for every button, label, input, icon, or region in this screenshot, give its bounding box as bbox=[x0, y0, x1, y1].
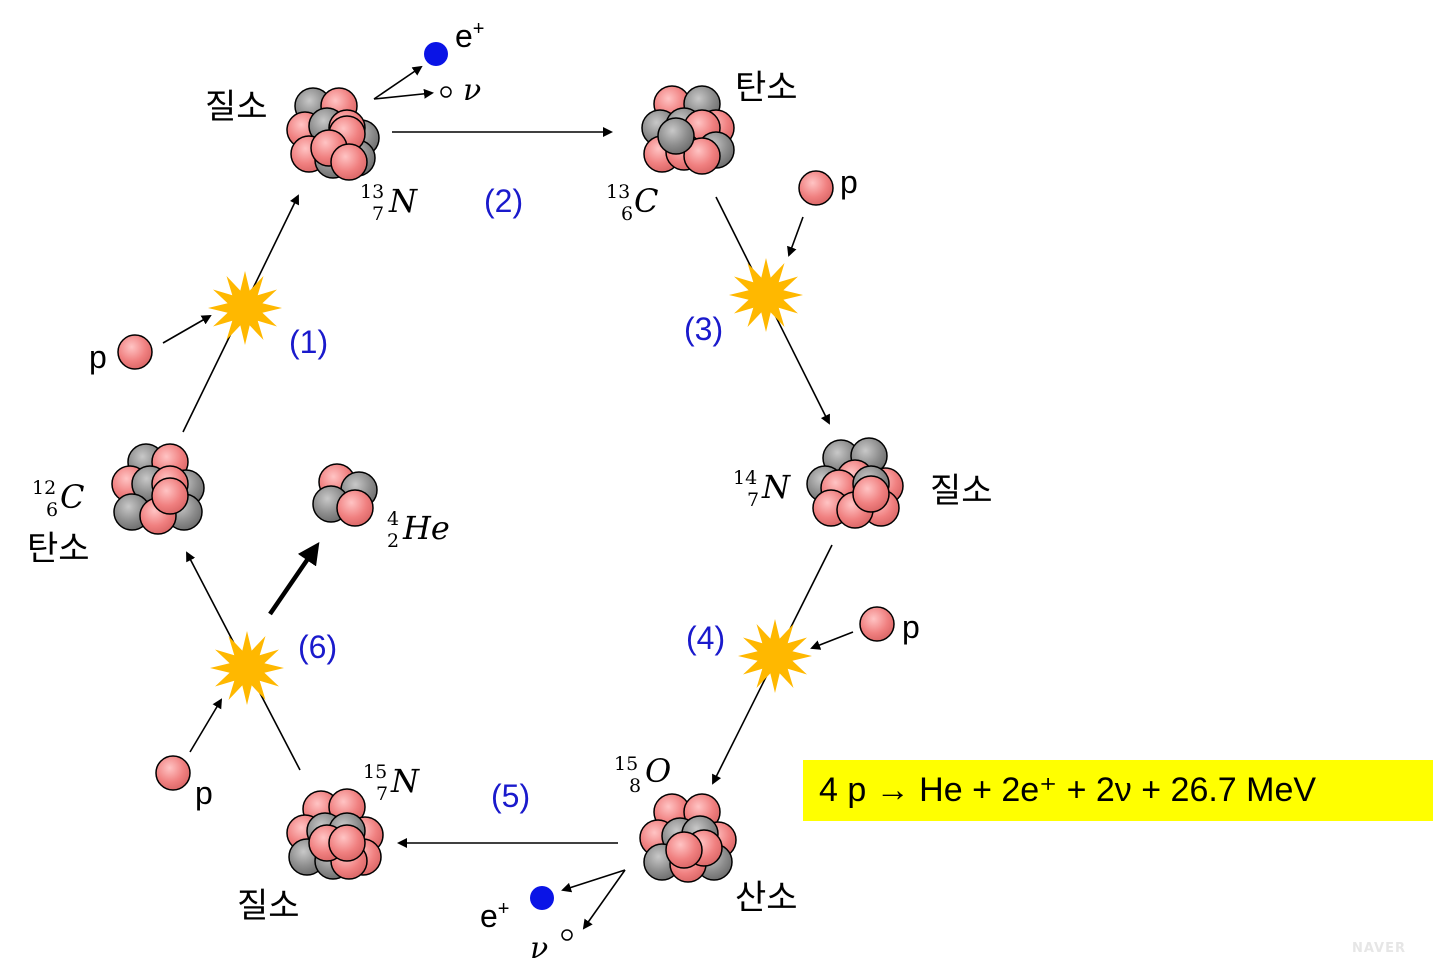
atomic-number: 8 bbox=[629, 775, 641, 797]
flash-star-6 bbox=[210, 631, 284, 705]
proton-label-3: p bbox=[840, 164, 858, 200]
isotope-o15: 15 8 O bbox=[614, 752, 671, 797]
proton-ball bbox=[683, 137, 721, 175]
step-label-2: (2) bbox=[484, 183, 523, 219]
mass-number: 15 bbox=[614, 753, 638, 775]
arrow-proton-4 bbox=[810, 631, 854, 650]
proton-ball bbox=[336, 489, 374, 527]
proton-label-6: p bbox=[195, 775, 213, 811]
positron-label-2: e+ bbox=[455, 18, 484, 54]
proton-ball bbox=[151, 477, 189, 515]
proton-ball-1 bbox=[117, 334, 153, 370]
name-o15: 산소 bbox=[735, 878, 798, 918]
step-label-3: (3) bbox=[684, 311, 723, 347]
positron-ball-2 bbox=[424, 42, 448, 66]
isotope-he4: 4 2 He bbox=[387, 508, 450, 552]
proton-label-4: p bbox=[902, 609, 920, 645]
neutrino-label-2: ν bbox=[463, 73, 481, 108]
naver-watermark: NAVER bbox=[1352, 941, 1406, 956]
isotope-c12: 12 6 C bbox=[32, 477, 84, 521]
positron-letter: e bbox=[455, 18, 473, 54]
proton-ball-6 bbox=[155, 755, 191, 791]
positron-superscript: + bbox=[498, 898, 510, 920]
step-label-6: (6) bbox=[298, 629, 337, 665]
free-particles bbox=[117, 42, 895, 941]
atomic-number: 7 bbox=[376, 783, 388, 805]
equation-box: 4 p → He + 2e⁺ + 2ν + 26.7 MeV bbox=[803, 760, 1433, 821]
flash-star-3 bbox=[729, 258, 803, 332]
mass-number: 13 bbox=[360, 181, 384, 203]
step-label-1: (1) bbox=[289, 324, 328, 360]
arrow-proton-3 bbox=[787, 216, 804, 257]
arrow-positron-1 bbox=[373, 65, 423, 100]
isotope-n14: 14 7 N bbox=[733, 467, 791, 511]
step-label-4: (4) bbox=[686, 620, 725, 656]
arrow-neutrino-5 bbox=[582, 869, 626, 930]
flash-star-1 bbox=[208, 271, 282, 345]
name-n15: 질소 bbox=[237, 886, 300, 926]
positron-superscript: + bbox=[473, 18, 485, 40]
mass-number: 4 bbox=[387, 508, 399, 530]
atomic-number: 7 bbox=[372, 203, 384, 225]
nucleus-c12 bbox=[111, 443, 205, 535]
arrow-proton-6 bbox=[189, 698, 223, 753]
proton-ball bbox=[665, 831, 703, 869]
isotope-n15: 15 7 N bbox=[363, 761, 420, 805]
neutrino-label-5: ν bbox=[530, 931, 548, 966]
atomic-number: 7 bbox=[747, 489, 759, 511]
mass-number: 15 bbox=[363, 761, 387, 783]
arrow-proton-1 bbox=[162, 315, 212, 344]
neutron-ball bbox=[657, 117, 695, 155]
nucleus-c13 bbox=[641, 85, 735, 175]
atomic-number: 6 bbox=[621, 203, 633, 225]
proton-label-1: p bbox=[89, 339, 107, 375]
mass-number: 14 bbox=[733, 467, 757, 489]
element-symbol: C bbox=[634, 182, 658, 220]
arrow-helium-out bbox=[268, 542, 320, 616]
proton-ball-4 bbox=[859, 606, 895, 642]
nucleus-n14 bbox=[806, 437, 904, 529]
neutrino-ring-5 bbox=[561, 929, 573, 941]
mass-number: 13 bbox=[606, 181, 630, 203]
step-labels: (1) (2) (3) (4) (5) (6) bbox=[289, 183, 725, 814]
name-c12: 탄소 bbox=[27, 529, 90, 569]
atomic-number: 6 bbox=[46, 499, 58, 521]
element-symbol: C bbox=[60, 478, 84, 516]
nucleus-o15 bbox=[639, 793, 737, 883]
element-symbol: N bbox=[761, 468, 791, 506]
name-n13: 질소 bbox=[205, 87, 268, 127]
proton-ball-3 bbox=[798, 170, 834, 206]
element-symbol: O bbox=[645, 752, 671, 790]
element-symbol: He bbox=[402, 509, 450, 547]
proton-ball bbox=[328, 824, 366, 862]
name-c13: 탄소 bbox=[735, 68, 798, 108]
proton-ball bbox=[330, 143, 368, 181]
element-names: 질소 탄소 질소 산소 질소 탄소 bbox=[27, 68, 993, 926]
name-n14: 질소 bbox=[930, 471, 993, 511]
neutrino-ring-2 bbox=[440, 86, 452, 98]
positron-letter: e bbox=[480, 898, 498, 934]
proton-ball bbox=[852, 475, 890, 513]
positron-ball-5 bbox=[530, 886, 554, 910]
isotope-n13: 13 7 N bbox=[360, 181, 418, 225]
element-symbol: N bbox=[390, 762, 420, 800]
positron-label-5: e+ bbox=[480, 898, 509, 934]
element-symbol: N bbox=[388, 182, 418, 220]
flash-star-4 bbox=[738, 619, 812, 693]
mass-number: 12 bbox=[32, 477, 56, 499]
net-reaction-equation: 4 p → He + 2e⁺ + 2ν + 26.7 MeV bbox=[819, 771, 1317, 809]
step-label-5: (5) bbox=[491, 778, 530, 814]
arrow-positron-5 bbox=[561, 869, 626, 893]
nucleus-n15 bbox=[286, 788, 384, 880]
nucleus-n13 bbox=[286, 87, 380, 181]
isotope-c13: 13 6 C bbox=[606, 181, 658, 225]
particle-labels: p p p p e+ e+ ν ν bbox=[89, 18, 920, 966]
atomic-number: 2 bbox=[387, 530, 399, 552]
reaction-flashes bbox=[208, 258, 812, 705]
nucleus-he4 bbox=[312, 463, 378, 527]
arrow-neutrino-1 bbox=[373, 88, 434, 100]
